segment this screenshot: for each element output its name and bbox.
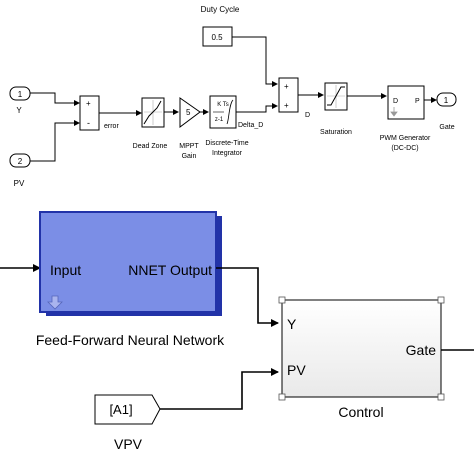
feed-forward-neural-network-block[interactable]: Input NNET Output xyxy=(39,211,222,316)
resize-handle-br[interactable] xyxy=(437,393,445,401)
pwm-in-port: D xyxy=(393,98,398,105)
duty-cycle-value: 0.5 xyxy=(211,33,223,42)
dead-zone-label: Dead Zone xyxy=(133,143,168,150)
saturation-block[interactable]: Saturation xyxy=(320,82,352,136)
saturation-label: Saturation xyxy=(320,129,352,136)
outport-label: Gate xyxy=(439,124,454,131)
integrator-numerator: K Ts xyxy=(217,102,229,108)
mppt-gain-block[interactable]: 5 MPPT Gain xyxy=(179,97,201,160)
pwm-label-1: PWM Generator xyxy=(380,135,431,142)
y-wire xyxy=(30,92,80,106)
inport-pv[interactable]: 2 PV xyxy=(9,153,31,188)
inport-y-label: Y xyxy=(16,106,22,115)
sum-block-2[interactable]: + + xyxy=(278,77,299,113)
pwm-link-arrow-icon xyxy=(390,107,398,117)
duty-cycle-label: Duty Cycle xyxy=(201,5,240,14)
nnet-output-port: NNET Output xyxy=(128,262,212,278)
d-label: D xyxy=(305,112,310,119)
pwm-generator-block[interactable]: D P PWM Generator (DC-DC) xyxy=(380,85,431,152)
outport-gate[interactable]: 1 Gate xyxy=(436,92,457,131)
pv-wire xyxy=(30,120,80,162)
sum-block-1[interactable]: + - xyxy=(79,95,100,131)
from-tag-block[interactable]: [A1] xyxy=(94,394,161,425)
dead-zone-block[interactable]: Dead Zone xyxy=(133,97,168,150)
sum1-minus-sign: - xyxy=(87,118,90,128)
duty-cycle-block[interactable]: Duty Cycle 0.5 xyxy=(201,5,240,47)
integrator-label-2: Integrator xyxy=(212,150,243,157)
control-port-gate: Gate xyxy=(406,342,437,358)
sum1-plus-sign: + xyxy=(86,99,91,108)
duty-cycle-wire xyxy=(232,36,278,87)
inport-y-number: 1 xyxy=(18,90,23,99)
discrete-time-integrator-block[interactable]: K Ts z-1 Discrete-Time Integrator xyxy=(205,95,249,157)
vpv-wire xyxy=(160,368,279,410)
control-port-pv: PV xyxy=(287,362,306,378)
delta-d-label: Delta_D xyxy=(238,122,263,129)
nnet-output-wire xyxy=(216,267,279,327)
resize-handle-tr[interactable] xyxy=(437,296,445,304)
integrator-label-1: Discrete-Time xyxy=(205,140,248,147)
nnet-input-port: Input xyxy=(50,262,81,278)
resize-handle-tl[interactable] xyxy=(278,296,286,304)
integrator-denominator: z-1 xyxy=(215,117,224,123)
sum2-plus-sign-2: + xyxy=(284,101,289,110)
from-tag-label: [A1] xyxy=(109,402,132,417)
gain-value: 5 xyxy=(186,108,191,117)
inport-pv-label: PV xyxy=(14,179,25,188)
vpv-label: VPV xyxy=(114,436,143,452)
gain-label-1: MPPT xyxy=(179,143,199,150)
inport-pv-number: 2 xyxy=(18,157,23,166)
gain-label-2: Gain xyxy=(182,153,197,160)
sum2-plus-sign-1: + xyxy=(284,82,289,91)
inport-y[interactable]: 1 Y xyxy=(9,86,31,115)
outport-number: 1 xyxy=(444,96,449,105)
pwm-label-2: (DC-DC) xyxy=(391,145,418,152)
nnet-label: Feed-Forward Neural Network xyxy=(36,332,225,348)
control-port-y: Y xyxy=(287,316,297,332)
control-subsystem-block[interactable]: Y PV Gate xyxy=(278,296,445,401)
error-label: error xyxy=(104,123,119,130)
resize-handle-bl[interactable] xyxy=(278,393,286,401)
pwm-out-port: P xyxy=(415,98,420,105)
nnet-link-arrow-icon xyxy=(47,295,63,310)
control-label: Control xyxy=(338,404,383,420)
delta-d-wire xyxy=(236,103,278,113)
